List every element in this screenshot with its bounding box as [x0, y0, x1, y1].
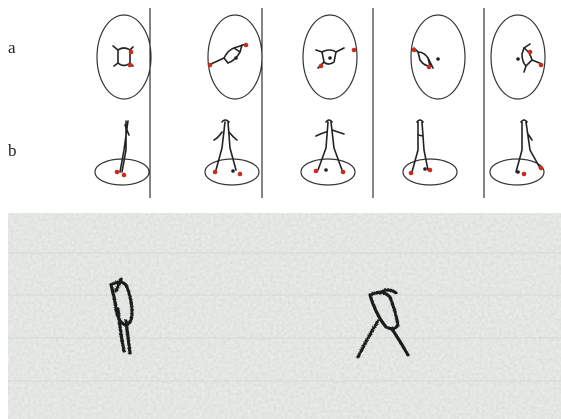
marker-dark [423, 167, 427, 171]
marker-red [238, 172, 243, 177]
marker-red [208, 63, 213, 68]
marker-red [409, 171, 414, 176]
marker-red [314, 169, 319, 174]
marker-red [128, 63, 133, 68]
figure-b4 [412, 120, 428, 172]
figure-b2 [214, 120, 237, 170]
marker-red [115, 170, 120, 175]
figure-b5 [516, 120, 540, 172]
marker-dark [231, 169, 235, 173]
oval-a5 [491, 15, 545, 99]
marker-red [341, 170, 346, 175]
figure-a5 [522, 44, 542, 72]
marker-red [539, 166, 544, 171]
marker-dark [516, 170, 520, 174]
marker-red [427, 65, 432, 70]
oval-a1 [97, 15, 151, 99]
marker-red [319, 64, 324, 69]
figure-a2 [211, 44, 246, 64]
figure-a4 [414, 48, 433, 68]
marker-red [244, 43, 249, 48]
marker-red [539, 63, 544, 68]
marker-red [213, 170, 218, 175]
figure-b1 [120, 121, 129, 172]
marker-red [129, 50, 134, 55]
marker-dark [328, 56, 332, 60]
marker-dark [516, 57, 520, 61]
marker-red [122, 173, 127, 178]
marker-red [412, 48, 417, 53]
marker-dark [324, 168, 328, 172]
figure-b3 [316, 120, 344, 170]
marker-red [428, 168, 433, 173]
marker-red [528, 50, 533, 55]
marker-red [352, 48, 357, 53]
ink-photo-panel [8, 213, 561, 419]
marker-red [522, 172, 527, 177]
marker-dark [234, 56, 238, 60]
panel-grid [0, 0, 561, 205]
ground-ellipse-b3 [301, 159, 355, 185]
marker-dark [436, 57, 440, 61]
